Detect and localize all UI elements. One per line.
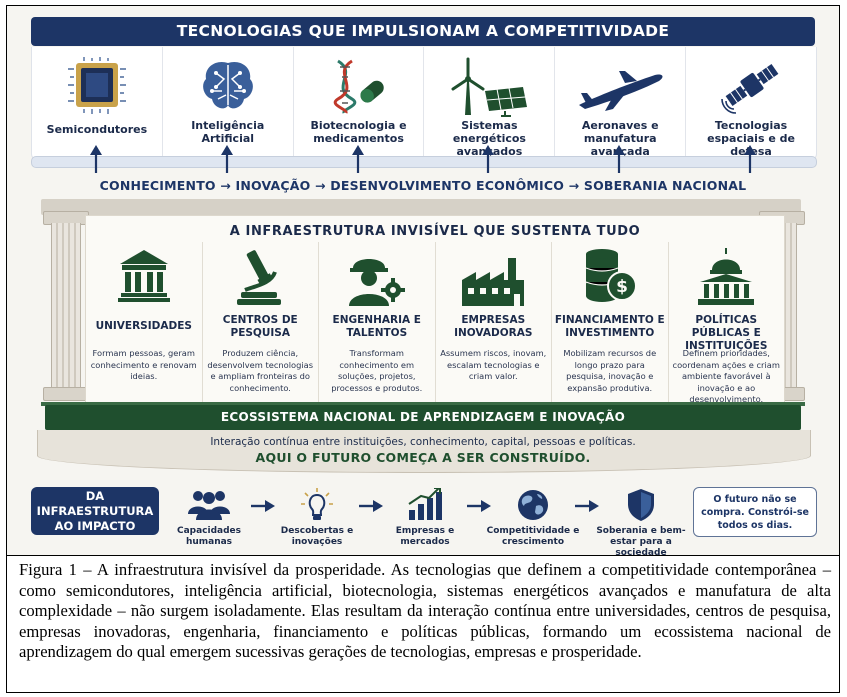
pillar-name: POLÍTICAS PÚBLICAS E INSTITUIÇÕES (685, 314, 768, 352)
capitol-icon (698, 248, 755, 305)
future-tagline: AQUI O FUTURO COMEÇA A SER CONSTRUÍDO. (255, 450, 591, 465)
pillar-research-centers: CENTROS DE PESQUISA Produzem ciência, de… (203, 242, 319, 402)
flow-arrow (359, 484, 383, 550)
up-arrow-icon (221, 145, 233, 173)
tech-label: Sistemas energéticos avançados (452, 119, 526, 158)
figure-caption: Figura 1 – A infraestrutura invisível da… (19, 560, 831, 662)
pillar-desc: Definem prioridades, coordenam ações e c… (672, 348, 780, 404)
right-arrow-icon (575, 500, 599, 512)
up-arrow-icon (351, 145, 364, 173)
impact-step-label: Capacidades humanas (176, 526, 242, 547)
pillar-desc: Formam pessoas, geram conhecimento e ren… (90, 348, 197, 381)
impact-step: Empresas e mercados (383, 484, 467, 550)
impact-step-label: Descobertas e inovações (280, 526, 354, 547)
impact-step-label: Empresas e mercados (395, 526, 455, 547)
tech-biotech: Biotecnologia e medicamentos (294, 47, 425, 159)
tech-space-defense: Tecnologias espaciais e de defesa (686, 47, 816, 159)
up-arrow-icon (743, 145, 756, 173)
shield-icon (628, 489, 654, 521)
impact-flow: Capacidades humanas Descobertas e inovaç… (167, 484, 687, 555)
right-arrow-icon (251, 500, 275, 512)
tech-ai: Inteligência Artificial (163, 47, 294, 159)
flow-arrow (251, 484, 275, 550)
impact-step: Soberania e bem-estar para a sociedade (596, 484, 686, 555)
flow-arrow (575, 484, 599, 550)
wind-solar-icon (451, 57, 528, 117)
interaction-text: Interação contínua entre instituições, c… (210, 436, 636, 448)
pillar-name: EMPRESAS INOVADORAS (454, 314, 533, 339)
pillar-name: CENTROS DE PESQUISA (222, 314, 298, 339)
tech-label: Aeronaves e manufatura avançada (581, 119, 659, 158)
flow-arrow (467, 484, 491, 550)
globe-icon (518, 490, 548, 520)
lightbulb-icon (301, 488, 333, 520)
airplane-icon (579, 71, 663, 111)
tech-semiconductors: Semicondutores (32, 47, 163, 159)
up-arrow-icon (90, 145, 103, 173)
pillar-desc: Produzem ciência, desenvolvem tecnologia… (207, 348, 314, 393)
pillar-name: FINANCIAMENTO E INVESTIMENTO (554, 314, 665, 339)
pillar-row: UNIVERSIDADES Formam pessoas, geram conh… (86, 242, 785, 404)
figure-frame (6, 5, 840, 693)
entablature (41, 199, 801, 215)
impact-step: Competitividade e crescimento (487, 484, 579, 550)
pillar-public-policy: POLÍTICAS PÚBLICAS E INSTITUIÇÕES Define… (669, 242, 785, 404)
svg-text:$: $ (616, 277, 628, 297)
right-arrow-icon (467, 500, 491, 512)
tech-label: Inteligência Artificial (191, 119, 265, 145)
tech-energy: Sistemas energéticos avançados (424, 47, 556, 159)
growth-chart-icon (408, 488, 442, 520)
people-icon (188, 491, 230, 520)
impact-step-label: Soberania e bem-estar para a sociedade (596, 526, 686, 556)
pillar-desc: Transformam conhecimento em soluções, pr… (331, 348, 423, 393)
impact-step-label: Competitividade e crescimento (486, 526, 580, 547)
pillar-companies: EMPRESAS INOVADORAS Assumem riscos, inov… (436, 242, 552, 402)
factory-icon (462, 258, 525, 306)
microscope-icon (237, 250, 282, 305)
impact-step: Capacidades humanas (167, 484, 251, 550)
right-arrow-icon (359, 500, 383, 512)
tech-label: Biotecnologia e medicamentos (310, 119, 407, 145)
pillar-desc: Assumem riscos, inovam, escalam tecnolog… (440, 348, 547, 381)
infrastructure-hall: A INFRAESTRUTURA INVISÍVEL QUE SUSTENTA … (85, 215, 785, 407)
university-icon (117, 250, 170, 302)
infrastructure-title: A INFRAESTRUTURA INVISÍVEL QUE SUSTENTA … (229, 224, 641, 239)
brain-circuit-icon (202, 61, 253, 109)
tech-aircraft: Aeronaves e manufatura avançada (555, 47, 687, 159)
left-column (43, 211, 89, 401)
platform-base (37, 430, 811, 473)
ecosystem-band: ECOSSISTEMA NACIONAL DE APRENDIZAGEM E I… (45, 405, 801, 430)
up-arrow-icon (482, 145, 495, 173)
engineer-gear-icon (348, 259, 405, 306)
impact-step: Descobertas e inovações (275, 484, 359, 550)
pillar-name: UNIVERSIDADES (95, 320, 192, 332)
upward-arrows (31, 145, 815, 175)
tech-label: Semicondutores (46, 123, 148, 136)
pillar-financing: $ FINANCIAMENTO E INVESTIMENTO Mobilizam… (552, 242, 669, 402)
satellite-icon (721, 64, 779, 114)
top-banner: TECNOLOGIAS QUE IMPULSIONAM A COMPETITIV… (31, 17, 815, 46)
impact-box: DA INFRAESTRUTURA AO IMPACTO (31, 487, 159, 535)
infographic: TECNOLOGIAS QUE IMPULSIONAM A COMPETITIV… (7, 6, 839, 556)
chip-icon (67, 57, 126, 114)
up-arrow-icon (613, 145, 626, 173)
dna-pill-icon (333, 59, 384, 114)
pillar-universities: UNIVERSIDADES Formam pessoas, geram conh… (86, 242, 203, 402)
value-chain: CONHECIMENTO → INOVAÇÃO → DESENVOLVIMENT… (99, 178, 747, 193)
pillar-name: ENGENHARIA E TALENTOS (332, 314, 421, 339)
coins-icon: $ (585, 249, 637, 302)
pillar-desc: Mobilizam recursos de longo prazo para p… (563, 348, 657, 393)
quote-box: O futuro não se compra. Constrói-se todo… (693, 487, 817, 537)
pillar-engineering: ENGENHARIA E TALENTOS Transformam conhec… (319, 242, 436, 402)
technology-row: Semicondutores Inteligência Artificial (31, 47, 817, 160)
ecosystem-trim (41, 402, 805, 406)
